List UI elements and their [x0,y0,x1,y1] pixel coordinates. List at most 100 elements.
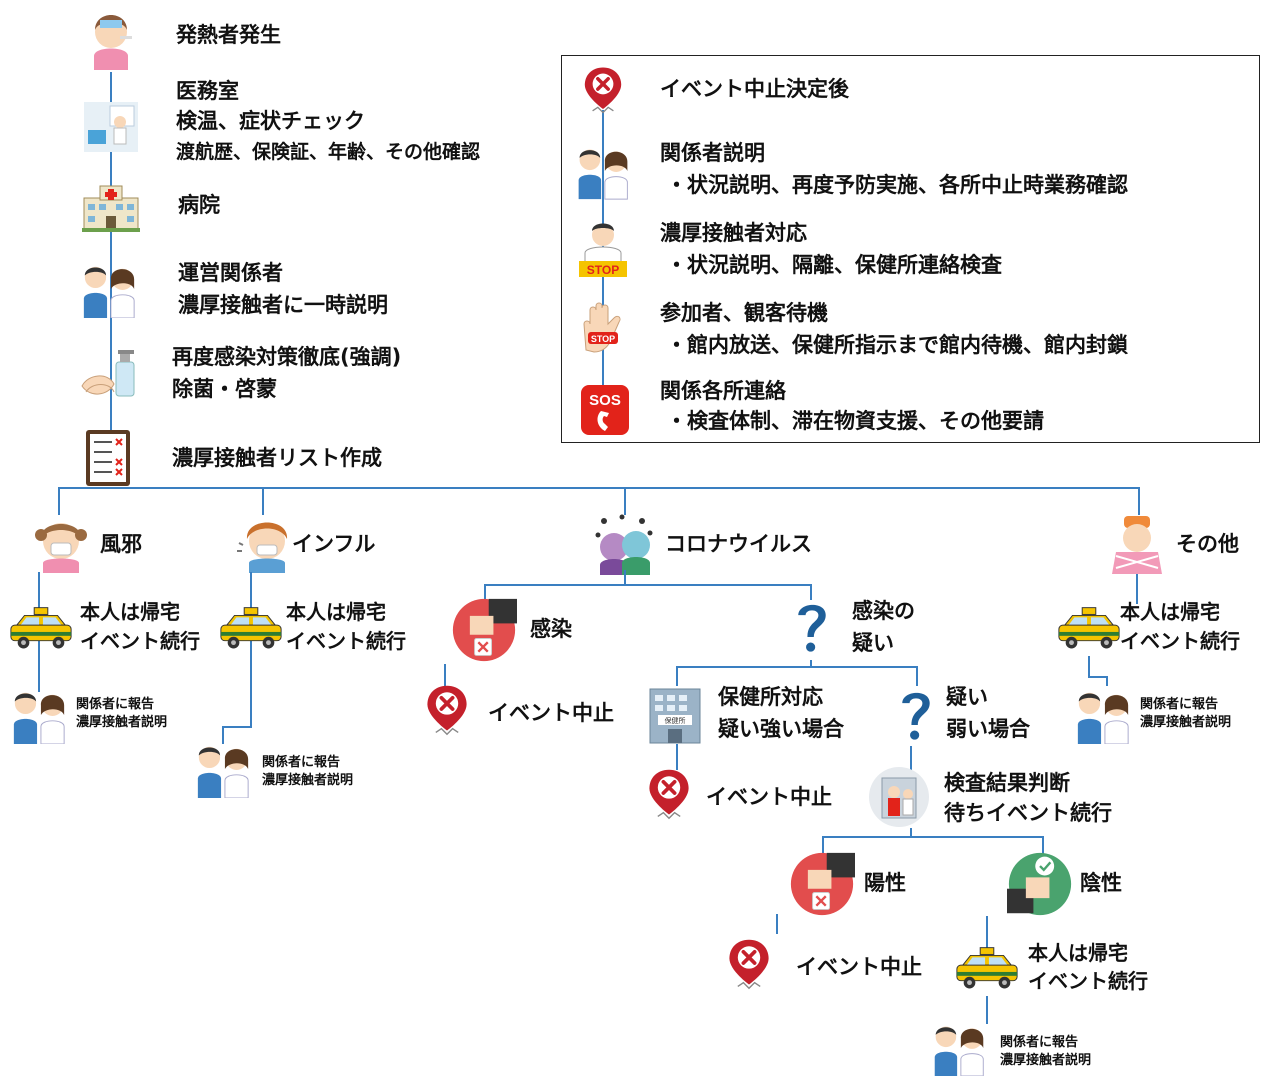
flu-connector-d [222,726,224,744]
other-connector [1136,574,1138,604]
negative-icon [1006,850,1074,918]
measures-detail: 除菌・啓蒙 [172,377,277,401]
legend-box [561,55,1260,443]
cold-continue: イベント続行 [80,629,200,653]
taxi-icon [216,604,286,656]
stop-marker-icon [720,934,778,994]
health-center-icon: 保健所 [642,682,708,746]
weak-connector [910,746,912,770]
stop-marker-icon [418,680,476,740]
suspect-label-2: 疑い [852,631,894,655]
branch-bar [58,487,1140,489]
stop-marker-icon [575,62,631,118]
fever-label: 発熱者発生 [176,23,281,47]
branch-drop-cold [58,487,60,515]
list-label: 濃厚接触者リスト作成 [172,446,382,470]
legend-item-1-head: 関係者説明 [660,141,765,165]
staff-title: 運営関係者 [178,261,283,285]
svg-text:STOP: STOP [591,334,615,344]
other-continue: イベント続行 [1120,629,1240,653]
positive-label: 陽性 [864,871,906,895]
negative-home: 本人は帰宅 [1028,941,1128,965]
other-home: 本人は帰宅 [1120,600,1220,624]
positive-icon [788,850,856,918]
staff-explain: 濃厚接触者に一時説明 [178,293,388,317]
test-drop [910,828,912,838]
flow-connector [110,72,112,472]
taxi-icon [952,944,1022,996]
other-report-explain: 濃厚接触者説明 [1140,715,1232,730]
legend-title: イベント中止決定後 [660,77,849,101]
question-icon [788,594,836,660]
corona-sub-right [810,584,812,600]
branch-other-label: その他 [1176,532,1239,556]
branch-drop-flu [262,487,264,515]
other-connector-h [1088,676,1108,678]
suspect-label-1: 感染の [852,599,915,623]
legend-item-2-head: 濃厚接触者対応 [660,221,807,245]
negative-connector-2 [986,996,988,1024]
health-center-strong: 疑い強い場合 [718,717,844,741]
suspect-right [916,666,918,686]
test-right [1042,836,1044,856]
cold-child-icon [26,512,96,574]
flu-child-icon [230,512,300,574]
stop-marker-icon [640,764,698,824]
suspect-bar [676,666,918,668]
legend-item-2-detail: ・状況説明、隔離、保健所連絡検査 [666,253,1002,277]
negative-label: 陰性 [1080,871,1122,895]
checklist-icon [76,422,142,490]
report-people-icon [926,1018,992,1078]
branch-drop-corona [624,487,626,515]
hand-sanitizer-icon [76,344,142,406]
infirmary-check: 検温、症状チェック [176,109,365,133]
negative-continue: イベント続行 [1028,969,1148,993]
weak-label-2: 弱い場合 [946,717,1030,741]
test-wait-continue: 待ちイベント続行 [944,801,1112,825]
infected-connector [444,664,446,688]
negative-report-explain: 濃厚接触者説明 [1000,1053,1092,1068]
svg-text:保健所: 保健所 [665,716,686,725]
branch-cold-label: 風邪 [100,532,142,556]
infected-stop: イベント中止 [488,701,614,725]
branch-corona-label: コロナウイルス [665,532,812,556]
legend-item-3-detail: ・館内放送、保健所指示まで館内待機、館内封鎖 [666,333,1128,357]
svg-text:STOP: STOP [587,263,619,277]
taxi-icon [1054,604,1124,656]
legend-item-3-head: 参加者、観客待機 [660,301,828,325]
staff-people-icon [76,258,142,320]
corona-sub-left [484,584,486,600]
corona-sub-drop [624,570,626,584]
cold-home: 本人は帰宅 [80,600,180,624]
suspect-left [676,666,678,686]
flu-report-explain: 濃厚接触者説明 [262,773,354,788]
flu-report: 関係者に報告 [262,755,341,770]
sos-phone-icon: SOS [578,382,632,438]
hospital-label: 病院 [178,193,220,217]
test-left [822,836,824,856]
virus-people-icon [590,512,660,576]
test-room-icon [866,764,932,830]
legend-item-1-detail: ・状況説明、再度予防実施、各所中止時業務確認 [666,173,1128,197]
health-center-stop: イベント中止 [706,785,832,809]
other-connector-d [1106,676,1108,686]
stop-official-icon: STOP [576,218,630,280]
svg-text:SOS: SOS [589,392,621,409]
test-wait-title: 検査結果判断 [944,771,1070,795]
taxi-icon [6,604,76,656]
flu-continue: イベント続行 [286,629,406,653]
flu-home: 本人は帰宅 [286,600,386,624]
health-center-connector [676,744,678,770]
suspect-drop [810,660,812,668]
negative-report: 関係者に報告 [1000,1035,1079,1050]
branch-flu-label: インフル [292,532,376,556]
legend-item-4-detail: ・検査体制、滞在物資支援、その他要請 [666,409,1044,433]
infirmary-title: 医務室 [176,79,239,103]
infirmary-icon [78,94,144,160]
health-center-title: 保健所対応 [718,685,823,709]
flu-connector [250,572,252,728]
flu-connector-h [222,726,252,728]
negative-connector [986,916,988,952]
corona-sub-bar [484,584,812,586]
doctor-nurse-icon [572,140,634,202]
